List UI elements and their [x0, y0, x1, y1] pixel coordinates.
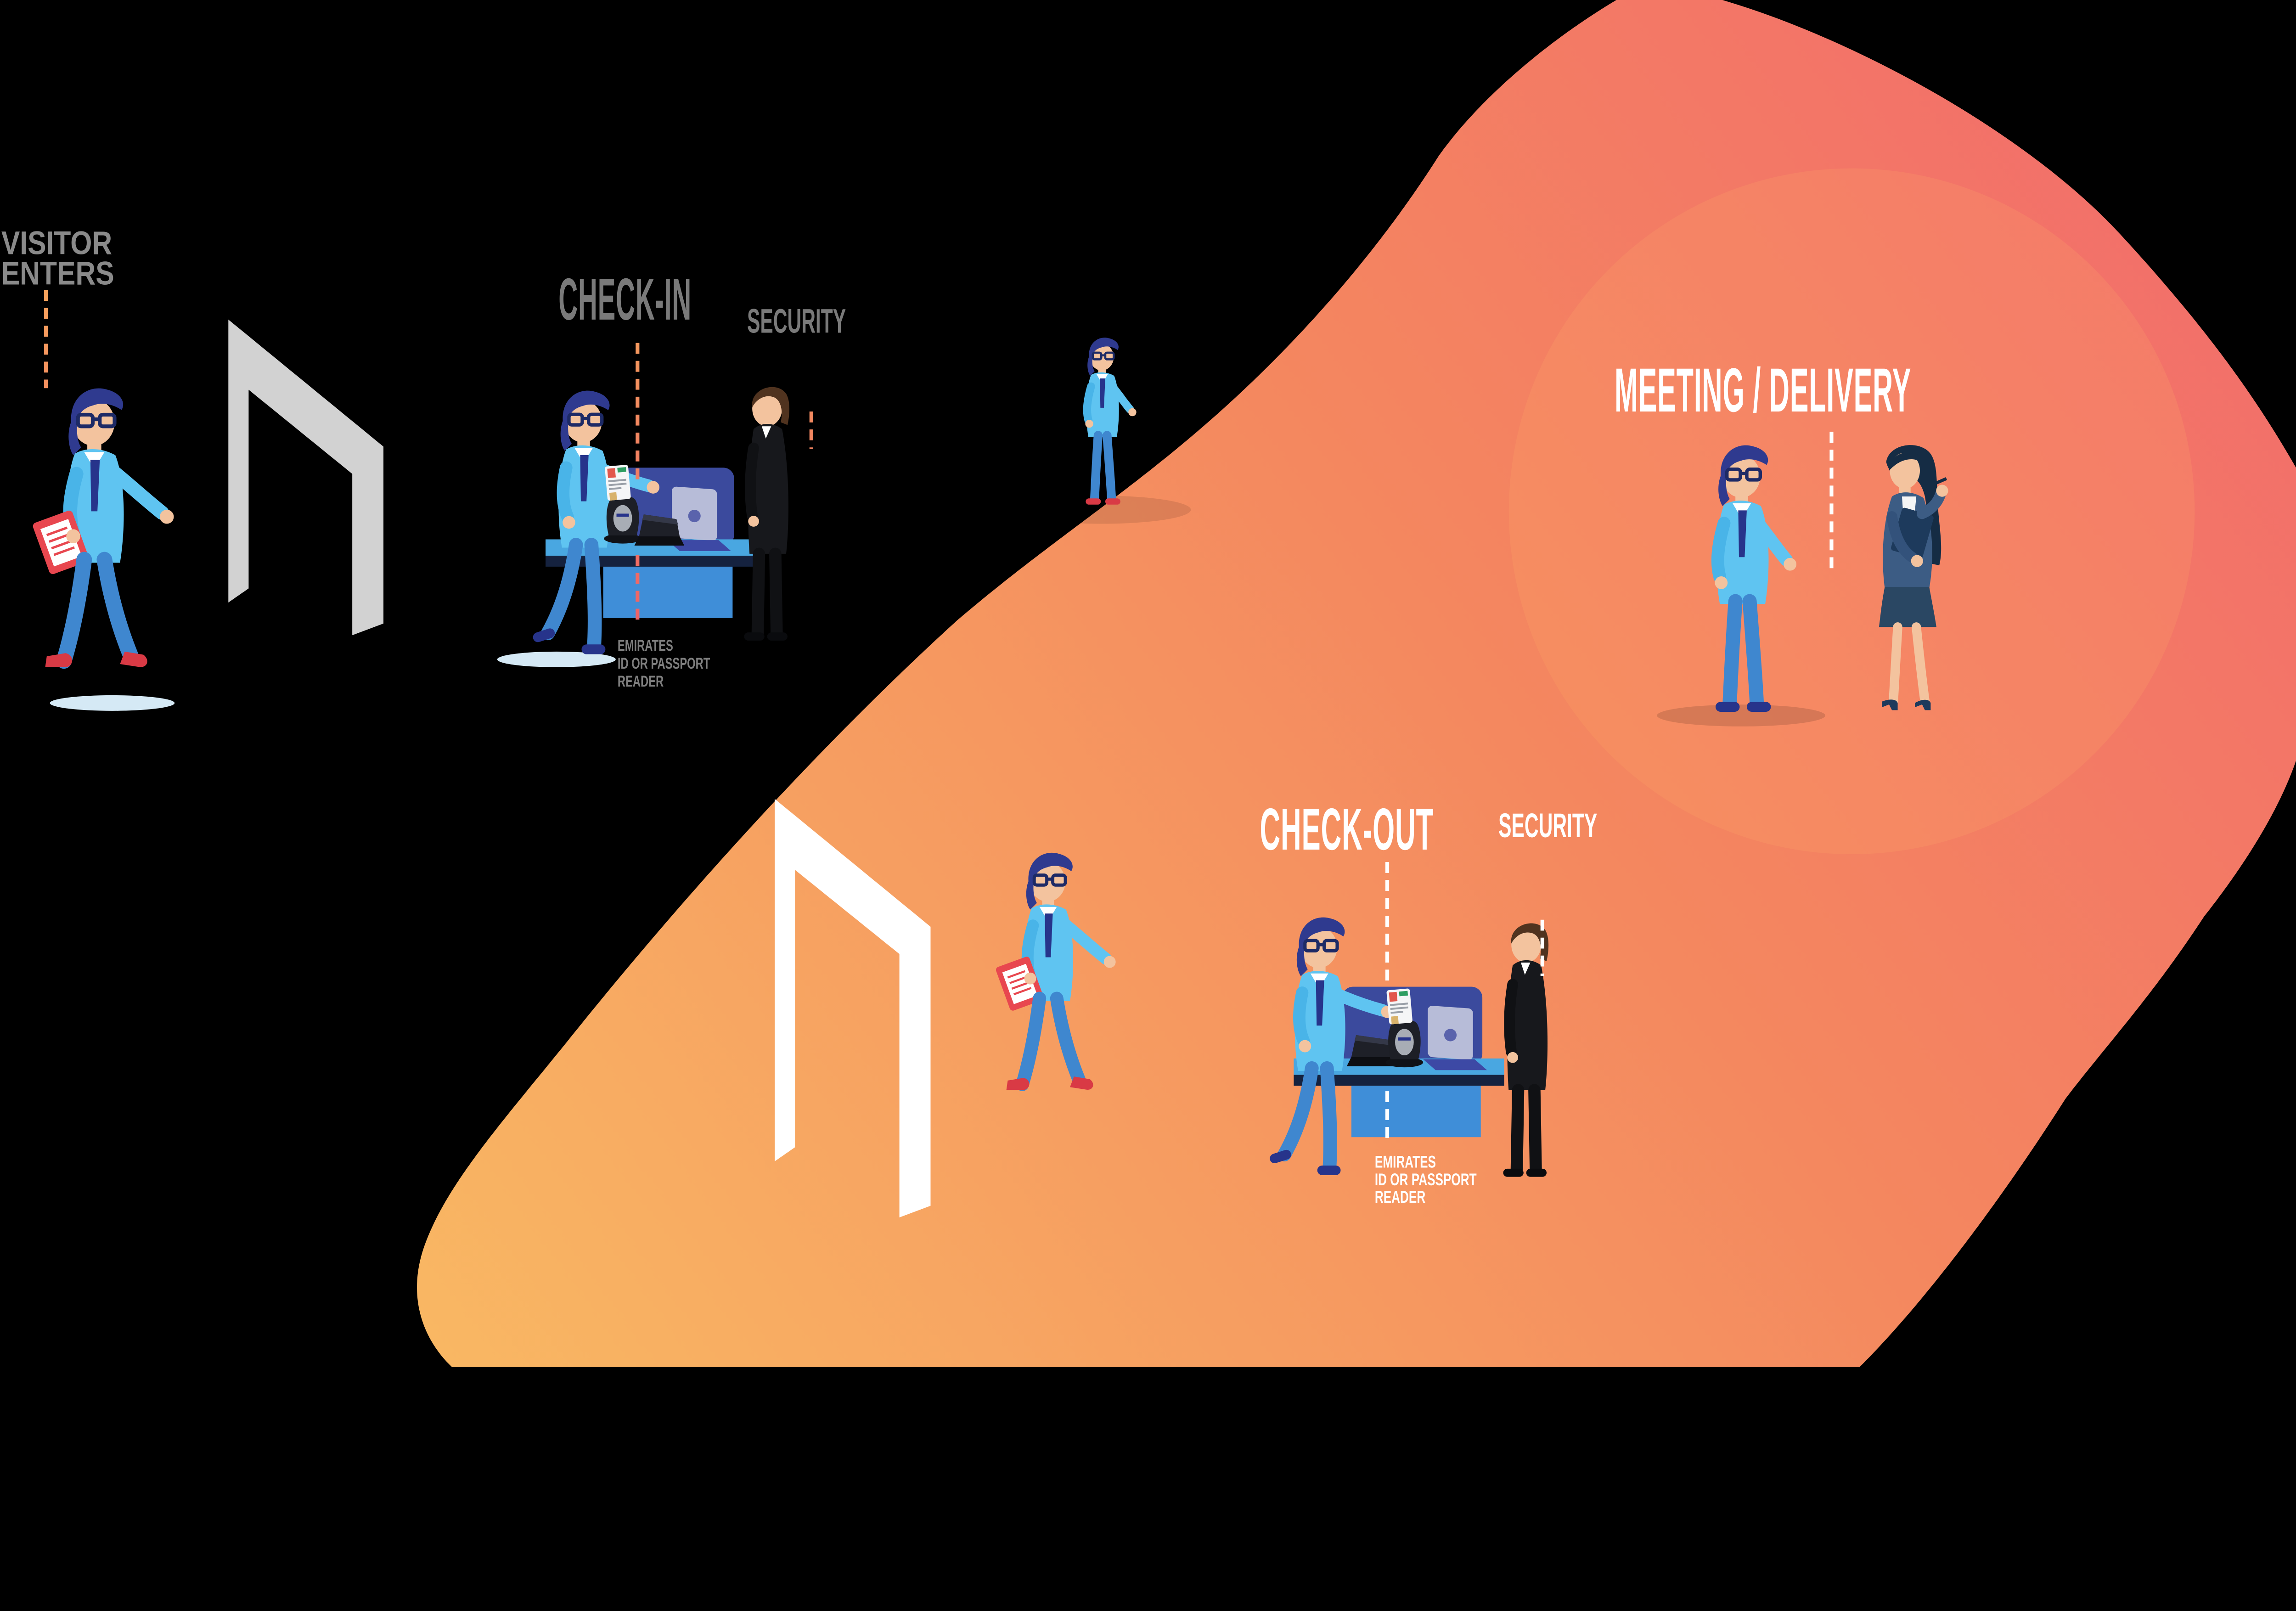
flow-canvas: VISITOR ENTERS CHECK-IN SECURITY EMIRATE… — [1, 0, 2296, 1367]
shadow-visitor-enters — [50, 695, 175, 711]
visitor-enters-label: VISITOR ENTERS — [1, 225, 120, 292]
check-in-label: CHECK-IN — [558, 266, 692, 332]
entry-gate-icon — [228, 319, 384, 636]
security-out-label: SECURITY — [1498, 806, 1597, 845]
meeting-delivery-label: MEETING / DELIVERY — [1615, 356, 1911, 425]
shadow-checkin-visitor — [497, 651, 616, 667]
background-blob — [416, 0, 2296, 1367]
reader-caption-check-in: EMIRATES ID OR PASSPORT READER — [618, 637, 713, 690]
exit-gate-icon — [775, 799, 931, 1218]
check-out-label: CHECK-OUT — [1260, 796, 1434, 862]
security-in-label: SECURITY — [747, 302, 846, 340]
shadow-middle-visitor — [1013, 496, 1191, 524]
reader-caption-check-out: EMIRATES ID OR PASSPORT READER — [1375, 1152, 1480, 1206]
visitor-flow-illustration: VISITOR ENTERS CHECK-IN SECURITY EMIRATE… — [1, 0, 2296, 1367]
shadow-meeting-visitor — [1657, 704, 1825, 727]
meeting-spotlight-circle — [1508, 168, 2195, 855]
